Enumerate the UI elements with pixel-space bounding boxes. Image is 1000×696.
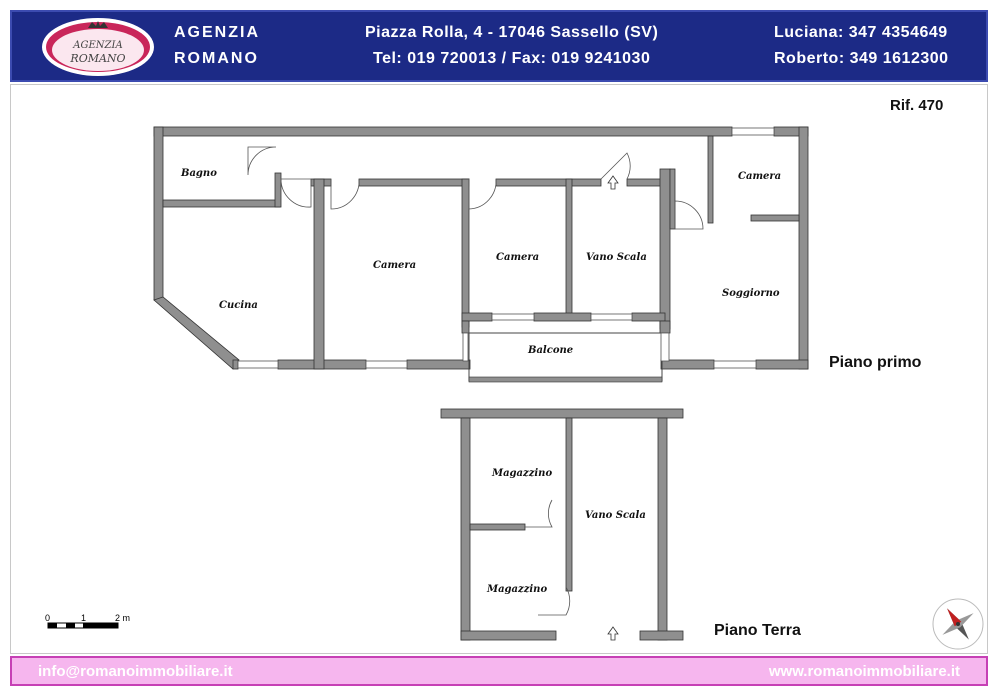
header-banner: AGENZIA ROMANO AGENZIA ROMANO Piazza Rol… [10, 10, 988, 82]
scale-bar: 0 1 2 m [45, 613, 130, 629]
room-label-magazzino-1: Magazzino [491, 468, 552, 479]
upper-floor-label: Piano primo [829, 354, 922, 371]
room-label-camera-2: Camera [496, 252, 539, 263]
entrance-arrow-ground-icon [607, 626, 619, 641]
scale-tick-0: 0 [45, 613, 50, 623]
ground-floor-walls [440, 408, 684, 641]
footer-email-link[interactable]: info@romanoimmobiliare.it [38, 663, 233, 680]
room-label-camera-3: Camera [738, 171, 781, 182]
ground-floor-label: Piano Terra [714, 622, 801, 639]
footer-banner: info@romanoimmobiliare.it www.romanoimmo… [10, 656, 988, 686]
scale-tick-1: 1 [81, 613, 86, 623]
contact-roberto: Roberto: 349 1612300 [774, 50, 949, 67]
balcony-parapet [468, 376, 663, 383]
agency-name-line1: AGENZIA [174, 24, 260, 41]
room-label-soggiorno: Soggiorno [722, 288, 780, 299]
upper-floor-walls [153, 126, 809, 370]
room-label-balcone: Balcone [527, 345, 573, 356]
reference-number: Rif. 470 [890, 97, 944, 114]
room-label-camera-1: Camera [373, 260, 416, 271]
scale-tick-2: 2 m [115, 613, 130, 623]
room-label-vano-scala-ground: Vano Scala [585, 510, 646, 521]
compass-rose-icon [932, 598, 984, 650]
footer-website-link[interactable]: www.romanoimmobiliare.it [768, 663, 960, 680]
balcony-outline [468, 332, 663, 382]
room-label-cucina: Cucina [219, 300, 258, 311]
upper-floor-doors [247, 146, 704, 230]
room-label-bagno: Bagno [180, 168, 217, 179]
logo-text-bottom: ROMANO [69, 52, 125, 65]
upper-floor-windows [237, 127, 775, 369]
contact-luciana: Luciana: 347 4354649 [774, 24, 948, 41]
floor-plan-drawing: Bagno Cucina Camera Camera Vano Scala Ba… [45, 126, 984, 650]
room-label-magazzino-2: Magazzino [486, 584, 547, 595]
logo-text-top: AGENZIA [72, 40, 122, 51]
entrance-arrow-upper-icon [607, 175, 619, 190]
room-label-vano-scala-upper: Vano Scala [586, 252, 647, 263]
agency-phone-fax: Tel: 019 720013 / Fax: 019 9241030 [373, 50, 651, 67]
ground-floor-doors [525, 499, 571, 616]
agency-logo: AGENZIA ROMANO [42, 18, 154, 76]
agency-address: Piazza Rolla, 4 - 17046 Sassello (SV) [365, 24, 659, 41]
agency-name-line2: ROMANO [174, 50, 259, 67]
floor-plan-sheet: Bagno Cucina Camera Camera Vano Scala Ba… [10, 84, 988, 654]
